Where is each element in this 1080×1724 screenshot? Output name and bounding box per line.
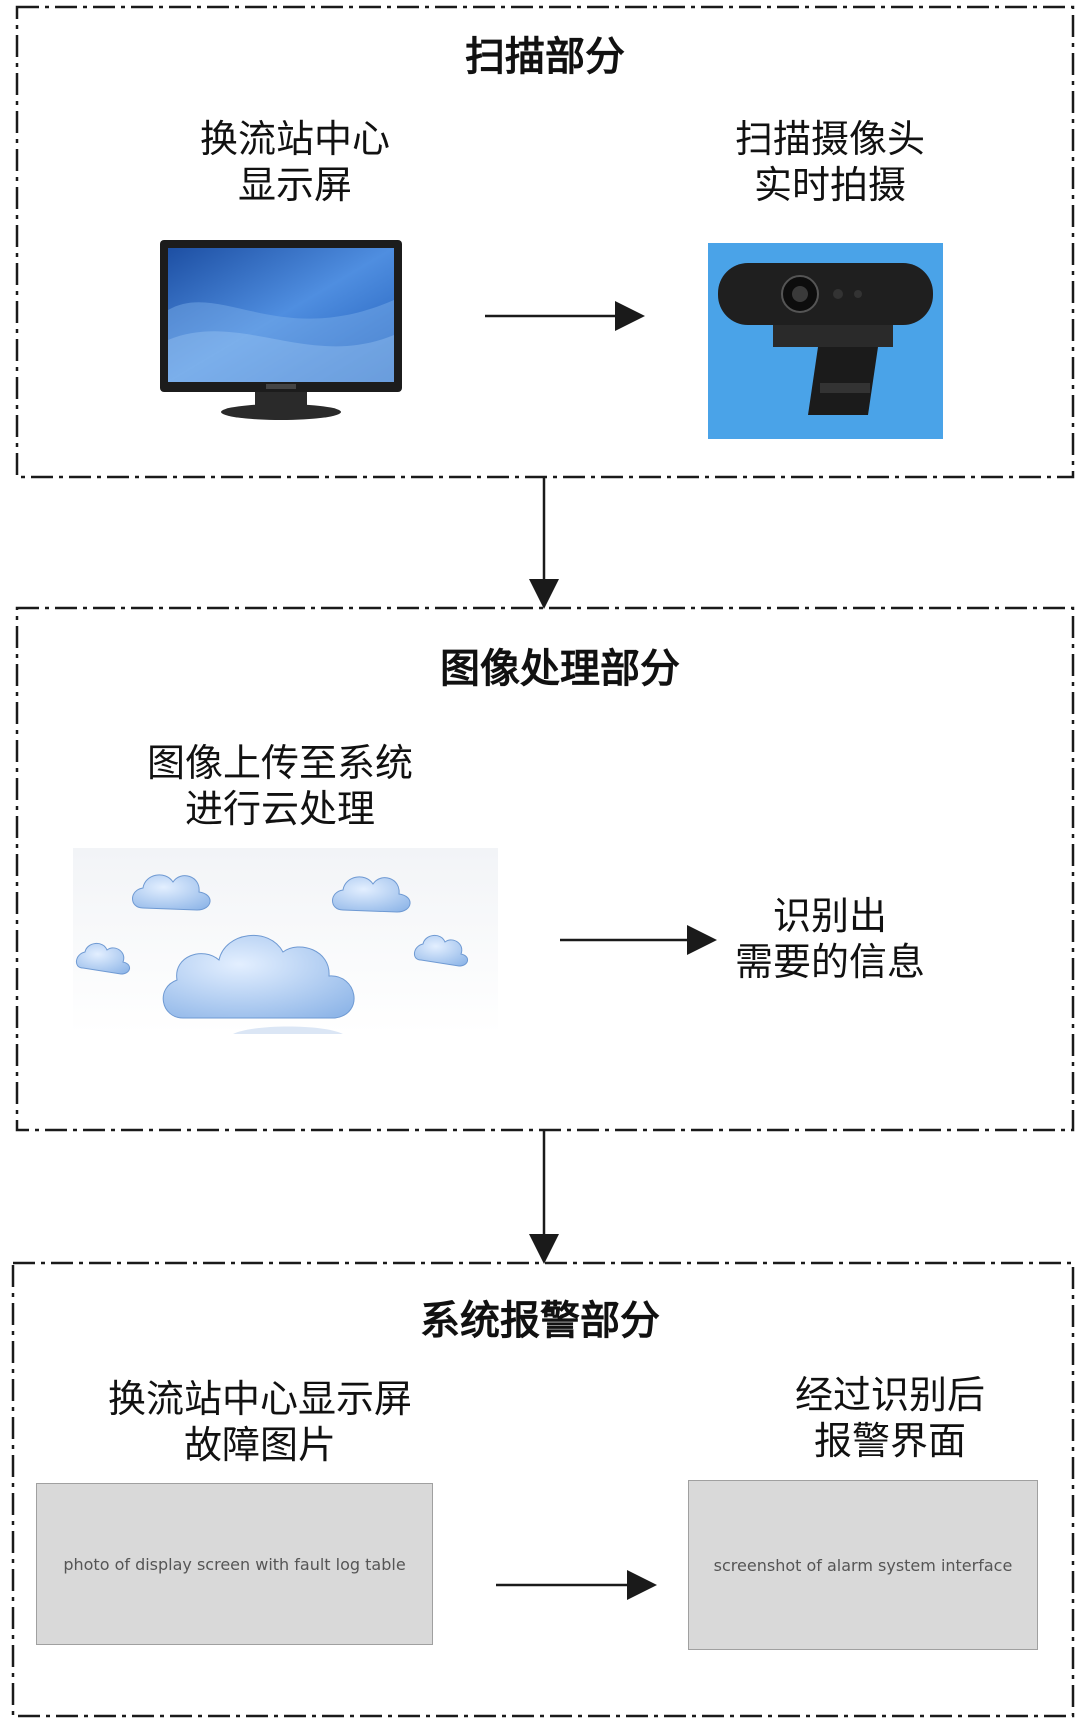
fault-label-line2: 故障图片 xyxy=(183,1423,336,1467)
alarm-section-title: 系统报警部分 xyxy=(420,1298,660,1344)
alarm-label-line1: 经过识别后 xyxy=(794,1373,985,1417)
upload-label-line2: 进行云处理 xyxy=(184,787,375,831)
alarm-ui-placeholder: screenshot of alarm system interface xyxy=(688,1480,1038,1650)
camera-label-line1: 扫描摄像头 xyxy=(734,117,925,161)
monitor-label: 换流站中心 显示屏 xyxy=(130,116,460,208)
processing-section-title: 图像处理部分 xyxy=(440,646,680,692)
monitor-label-line1: 换流站中心 xyxy=(199,117,390,161)
camera-label: 扫描摄像头 实时拍摄 xyxy=(665,116,995,208)
fault-photo-placeholder: photo of display screen with fault log t… xyxy=(36,1483,433,1645)
alarm-label-line2: 报警界面 xyxy=(813,1419,966,1463)
alarm-section-border xyxy=(11,1261,1075,1718)
fault-label-line1: 换流站中心显示屏 xyxy=(107,1377,412,1421)
fault-label: 换流站中心显示屏 故障图片 xyxy=(40,1376,480,1468)
scan-section-title: 扫描部分 xyxy=(465,34,625,80)
upload-label-line1: 图像上传至系统 xyxy=(146,741,413,785)
alarm-label: 经过识别后 报警界面 xyxy=(720,1372,1060,1464)
upload-label: 图像上传至系统 进行云处理 xyxy=(80,740,480,832)
processing-section-border xyxy=(15,606,1075,1132)
cloud-icon xyxy=(73,848,498,1034)
camera-label-line2: 实时拍摄 xyxy=(753,163,906,207)
identify-label-line2: 需要的信息 xyxy=(734,940,925,984)
identify-label-line1: 识别出 xyxy=(772,894,887,938)
identify-label: 识别出 需要的信息 xyxy=(680,893,980,985)
scan-section-border xyxy=(15,5,1075,479)
monitor-label-line2: 显示屏 xyxy=(237,163,352,207)
webcam-icon xyxy=(708,243,943,439)
monitor-icon xyxy=(160,240,402,420)
